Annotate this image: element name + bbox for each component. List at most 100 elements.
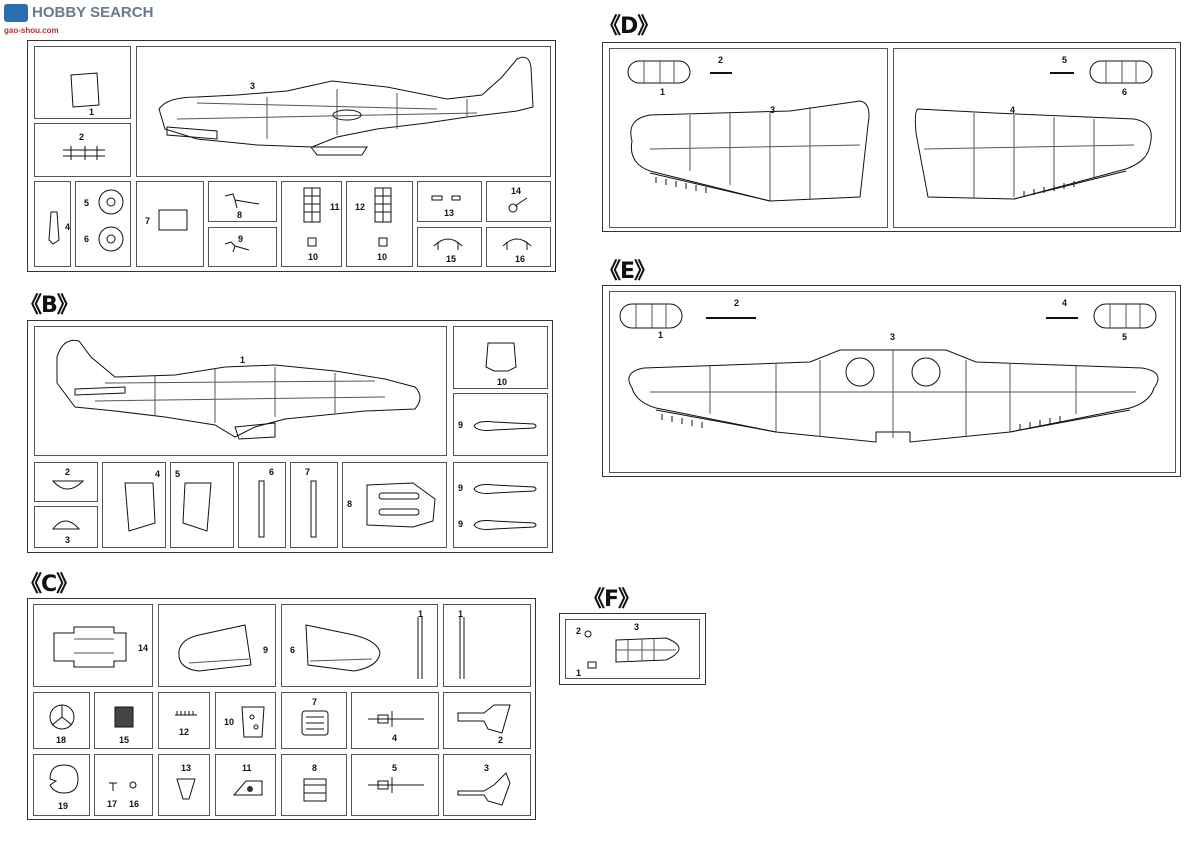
part-number: 11: [330, 202, 340, 212]
part-number: 5: [1062, 55, 1068, 65]
sprue-c-cell-18: 18: [33, 692, 90, 749]
sprue-c-cell-7: 7: [281, 692, 347, 749]
watermark-icon: [4, 4, 28, 22]
part-number: 10: [497, 377, 508, 387]
clear-canopy-parts-icon: [584, 630, 680, 669]
cockpit-floor-part-icon: [53, 626, 127, 668]
part-number: 5: [392, 763, 398, 773]
part-number: 12: [179, 727, 190, 737]
disc-part-icon: [49, 764, 79, 794]
sprue-a-cell-11: 11 10: [281, 181, 342, 267]
part-number: 6: [269, 467, 275, 477]
sprue-d-right-wing-cell: 5 6 4: [893, 48, 1176, 228]
grid-panel-part-icon: [374, 187, 392, 247]
part-number: 1: [89, 107, 95, 117]
part-number: 6: [1122, 87, 1128, 97]
sprue-d-left-wing-cell: 2 1 3: [609, 48, 888, 228]
sprue-f-frame: 2 3 1: [559, 613, 706, 685]
part-number: 10: [308, 252, 319, 262]
lever-part-icon: [508, 197, 528, 213]
sprue-b-cell-3: 3: [34, 506, 98, 548]
part-number: 10: [224, 717, 235, 727]
strut-part-icon: [63, 146, 105, 160]
section-label-c: 《C》: [20, 572, 78, 597]
seat-part-icon: [303, 778, 327, 802]
instrument-part-icon: [114, 706, 134, 728]
part-number: 11: [242, 763, 252, 773]
sprue-a-cell-7: 7: [136, 181, 204, 267]
canopy-part-icon: [70, 72, 100, 108]
wheel-parts-icon: [98, 189, 124, 252]
part-number: 1: [576, 668, 582, 678]
part-number: 14: [511, 186, 522, 196]
part-number: 17: [107, 799, 118, 809]
part-number: 3: [770, 105, 776, 115]
sprue-c-frame: 14 9 6 1 1 18 15 12 10 7: [27, 598, 536, 820]
part-number: 3: [634, 622, 640, 632]
part-number: 4: [392, 733, 398, 743]
propeller-blade-icon: [473, 484, 537, 530]
panel-part-icon: [124, 482, 156, 532]
part-number: 9: [458, 519, 464, 529]
sprue-a-cell-4: 4: [34, 181, 71, 267]
panel-part-icon: [158, 209, 188, 231]
sprue-c-cell-19: 19: [33, 754, 90, 816]
seat-part-icon: [301, 710, 329, 736]
sprue-a-cell-2: 2: [34, 123, 131, 177]
wing-lower-right-icon: [914, 60, 1153, 200]
section-label-d: 《D》: [599, 14, 659, 39]
bracket-part-icon: [176, 778, 196, 800]
sprue-a-frame: 1 2 3 4 5 6 7 8 9: [27, 40, 556, 272]
part-number: 13: [444, 208, 455, 218]
panel-part-icon: [241, 706, 265, 738]
part-number: 9: [458, 483, 464, 493]
small-part-icon: [51, 480, 85, 490]
sprue-c-cell-4: 4: [351, 692, 439, 749]
part-number: 15: [446, 254, 457, 264]
sprue-e-frame: 2 1 4 5 3: [602, 285, 1181, 477]
part-number: 8: [312, 763, 318, 773]
section-label-f: 《F》: [583, 587, 640, 612]
sprue-c-cell-3: 3: [443, 754, 531, 816]
part-number: 5: [1122, 332, 1128, 342]
part-number: 15: [119, 735, 130, 745]
part-number: 2: [498, 735, 504, 745]
tailplane-part-icon: [178, 624, 252, 672]
sprue-c-cell-1: 1: [443, 604, 531, 687]
propeller-blade-icon: [473, 421, 537, 431]
part-number: 7: [305, 467, 311, 477]
part-number: 9: [458, 420, 464, 430]
part-number: 18: [56, 735, 67, 745]
sprue-c-cell-6: 6 1: [281, 604, 438, 687]
sprue-e-wing-cell: 2 1 4 5 3: [609, 291, 1176, 473]
part-number: 2: [734, 298, 740, 308]
sprue-c-cell-15: 15: [94, 692, 153, 749]
part-number: 16: [129, 799, 140, 809]
sprue-a-wheels-cell: 5 6: [75, 181, 131, 267]
sprue-b-fuselage-cell: 1: [34, 326, 447, 456]
part-number: 4: [1010, 105, 1016, 115]
gun-part-icon: [368, 777, 424, 793]
part-number: 9: [238, 234, 244, 244]
canopy-part-icon: [485, 342, 517, 372]
small-part-icon: [109, 781, 137, 791]
sprue-b-cell-8: 8: [342, 462, 447, 548]
part-number: 6: [290, 645, 296, 655]
strip-part-icon: [459, 617, 465, 679]
sprue-a-cell-12: 12 10: [346, 181, 413, 267]
part-number: 8: [237, 210, 243, 220]
part-number: 3: [890, 332, 896, 342]
sprue-a-cell-14: 14: [486, 181, 551, 222]
sprue-c-cell-10: 10: [215, 692, 276, 749]
bracket-part-icon: [502, 238, 532, 250]
watermark-logo: HOBBY SEARCH: [32, 4, 154, 21]
sprue-c-cell-8: 8: [281, 754, 347, 816]
sprue-b-cell-4: 4: [102, 462, 166, 548]
sprue-b-cell-9bc: 9 9: [453, 462, 548, 548]
part-number: 4: [155, 469, 161, 479]
sprue-c-cell-14: 14: [33, 604, 153, 687]
sprue-b-cell-5: 5: [170, 462, 234, 548]
panel-part-icon: [232, 780, 263, 796]
grid-panel-part-icon: [303, 187, 321, 247]
gun-tray-part-icon: [366, 482, 436, 528]
